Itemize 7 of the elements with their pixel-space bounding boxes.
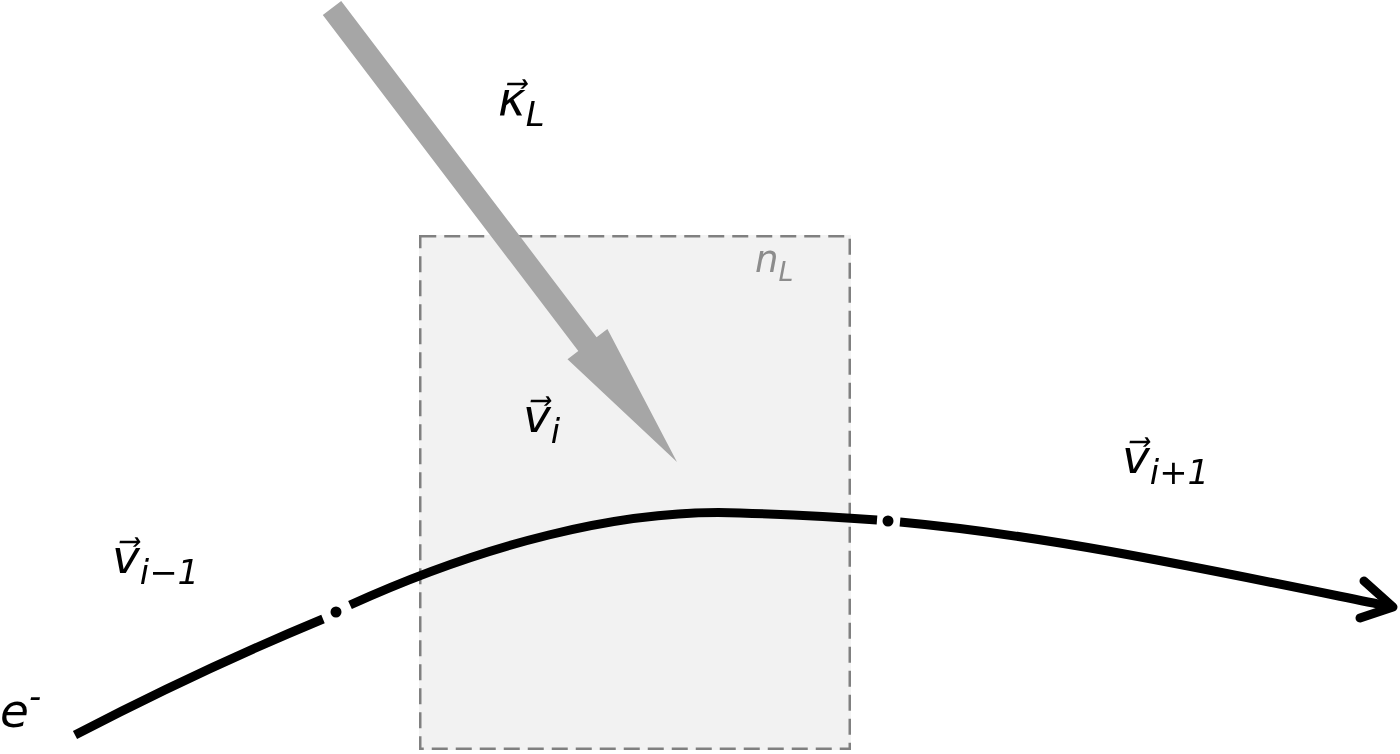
region-label: n$_{L}$ bbox=[755, 239, 794, 282]
wave-vector-label: κ⃗$_{L}$ bbox=[498, 72, 545, 127]
electron-label: e$^{-}$ bbox=[0, 684, 42, 739]
laser-region bbox=[419, 235, 851, 750]
velocity-label: v⃗$_{i}$ bbox=[523, 389, 561, 444]
velocity-label: v⃗$_{i−1}$ bbox=[112, 530, 200, 585]
velocity-label: v⃗$_{i+1}$ bbox=[1122, 430, 1210, 485]
